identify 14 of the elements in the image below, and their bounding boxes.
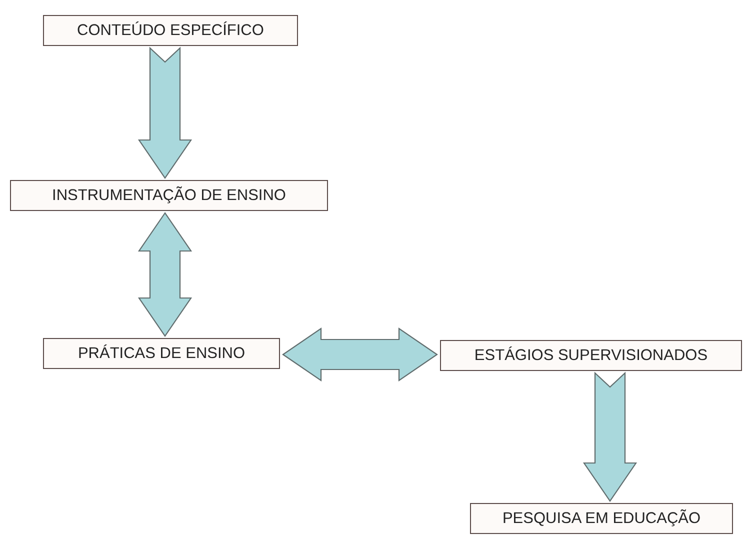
block-arrow: [138, 212, 192, 337]
process-box: [440, 340, 742, 371]
box-label: CONTEÚDO ESPECÍFICO: [77, 22, 264, 40]
block-arrow: [282, 327, 438, 382]
box-label: ESTÁGIOS SUPERVISIONADOS: [474, 346, 708, 364]
process-box: [43, 15, 298, 46]
box-label: INSTRUMENTAÇÃO DE ENSINO: [52, 186, 286, 204]
box-label: PRÁTICAS DE ENSINO: [78, 344, 246, 362]
process-box: [470, 503, 733, 534]
box-label: PESQUISA EM EDUCAÇÃO: [502, 510, 701, 528]
block-arrow: [582, 372, 638, 502]
process-box: [10, 180, 328, 211]
process-box: [43, 338, 280, 369]
block-arrow: [138, 46, 192, 179]
